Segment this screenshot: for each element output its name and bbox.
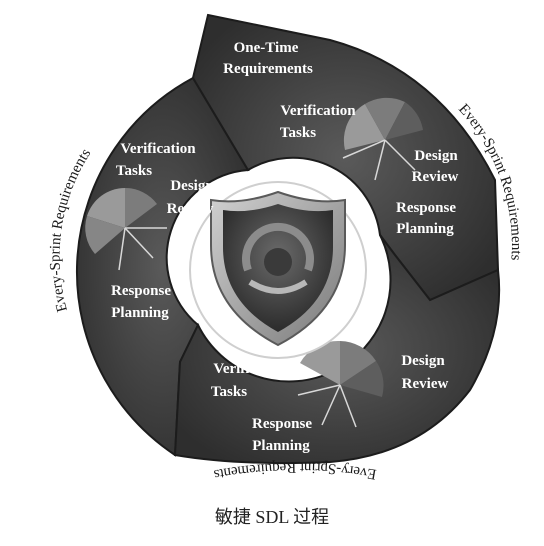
tr-verification-line1: Verification [280, 103, 356, 119]
bottom-design-line1: Design [401, 353, 445, 369]
arc-label-bottom: Every-Sprint Requirements [212, 459, 377, 482]
bottom-response-line2: Planning [252, 438, 310, 454]
bottom-design-line2: Review [402, 376, 449, 392]
tr-response-line1: Response [396, 200, 456, 216]
one-time-label-line1: One-Time [234, 40, 299, 56]
shield-icon [210, 190, 346, 347]
left-design-line1: Design [170, 178, 214, 194]
left-response-line1: Response [111, 283, 171, 299]
figure-caption: 敏捷 SDL 过程 [214, 507, 330, 527]
bottom-verification-line1: Verification [213, 361, 289, 377]
tr-design-line2: Review [412, 169, 459, 185]
tr-verification-line2: Tasks [280, 125, 316, 141]
left-response-line2: Planning [111, 305, 169, 321]
left-design-line2: Review [167, 201, 214, 217]
left-verification-line2: Tasks [116, 163, 152, 179]
tr-design-line1: Design [414, 148, 458, 164]
one-time-label-line2: Requirements [223, 61, 313, 77]
pie-icon-top-right [342, 97, 423, 181]
left-segment [75, 76, 250, 457]
pie-icon-left [85, 188, 167, 271]
bottom-verification-line2: Tasks [211, 384, 247, 400]
bottom-response-line1: Response [252, 416, 312, 432]
tr-response-line2: Planning [396, 221, 454, 237]
left-verification-line1: Verification [120, 141, 196, 157]
bottom-segment [173, 234, 501, 465]
